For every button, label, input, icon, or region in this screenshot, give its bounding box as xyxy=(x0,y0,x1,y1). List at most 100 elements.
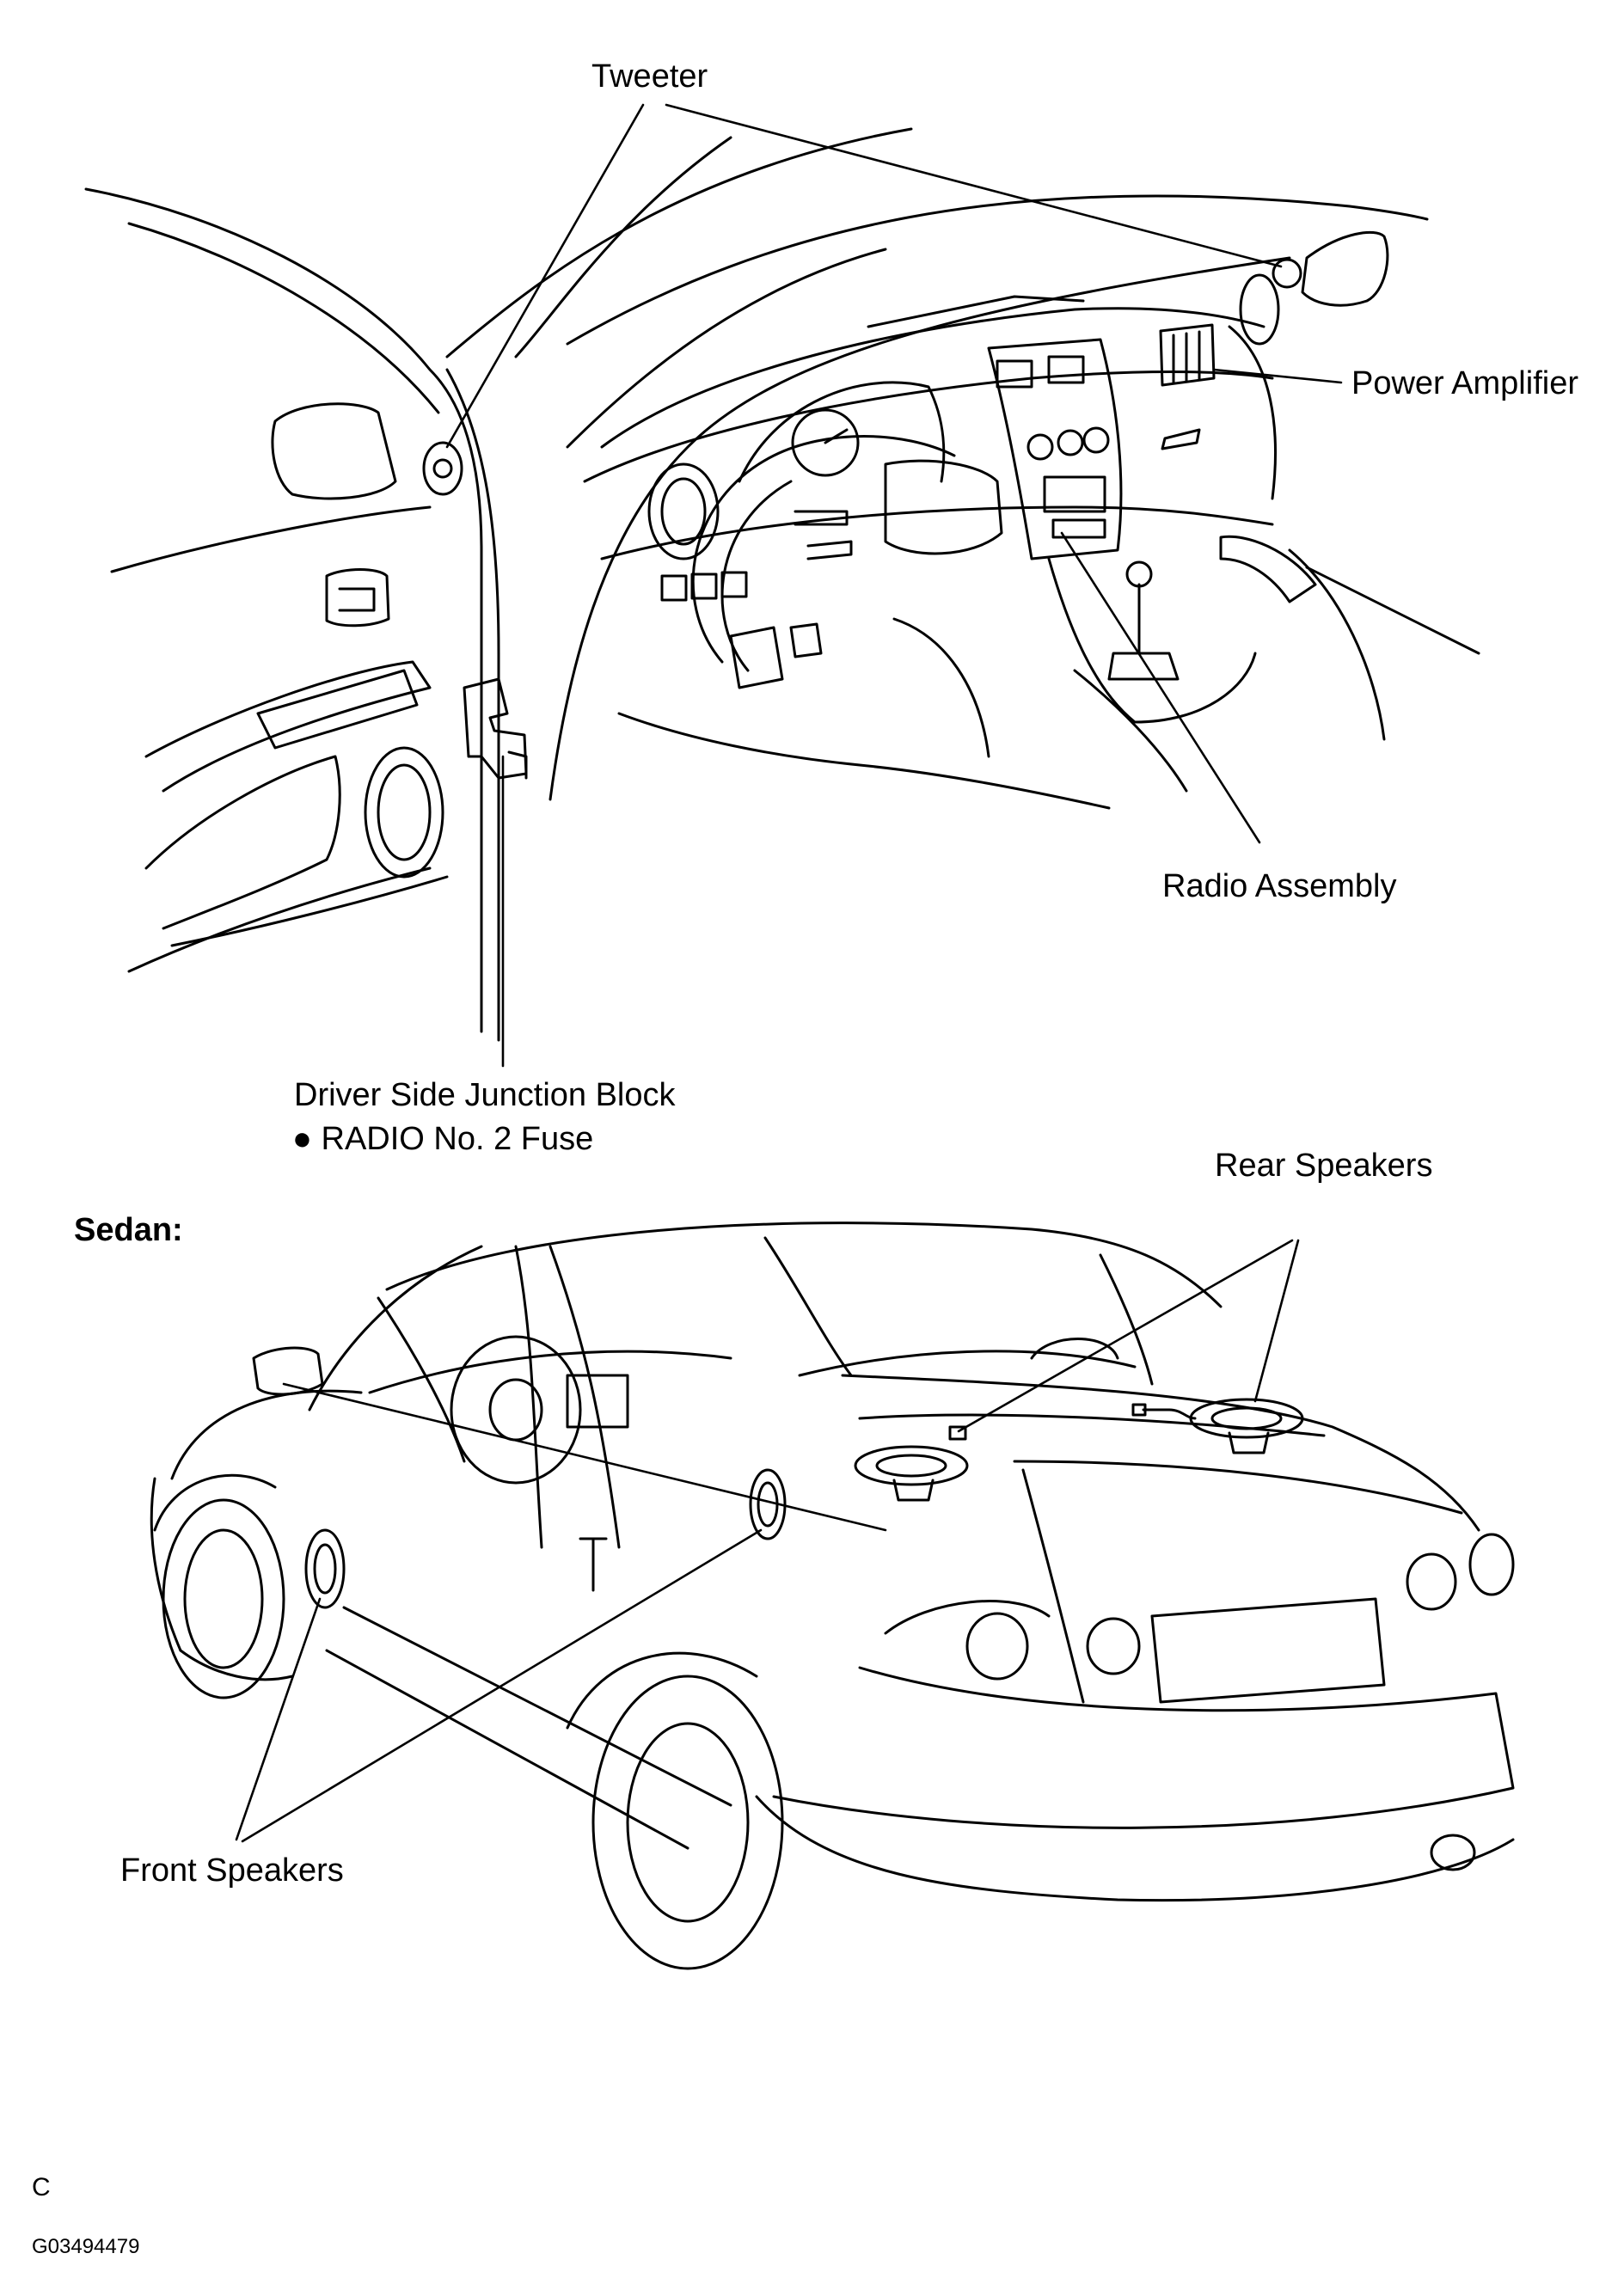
leader-front-speaker-2 xyxy=(241,1528,763,1843)
sedan-lower-body xyxy=(755,1795,1515,1902)
windshield-top xyxy=(445,127,913,358)
gear-gate xyxy=(1107,652,1180,681)
label-tweeter: Tweeter xyxy=(591,58,708,95)
front-speaker-left xyxy=(304,1528,346,1609)
sedan-license-plate xyxy=(1150,1597,1386,1704)
rear-speaker-right-magnet xyxy=(1228,1431,1270,1454)
front-speaker-right-inner xyxy=(757,1481,779,1528)
leader-tweeter-left xyxy=(445,103,645,449)
sedan-tail-light-left xyxy=(965,1612,1029,1681)
leader-power-amplifier xyxy=(1212,368,1343,384)
steering-stalk-2 xyxy=(806,540,853,560)
leader-radio-assembly xyxy=(1060,531,1261,844)
door-handle xyxy=(325,568,390,628)
sedan-rear-panel xyxy=(1021,1468,1085,1704)
left-switch-2 xyxy=(690,573,718,600)
left-mirror xyxy=(271,402,397,500)
interior-view xyxy=(84,103,1480,1068)
sedan-c-pillar xyxy=(1099,1253,1154,1386)
sedan-front-lower xyxy=(179,1649,294,1681)
rear-speaker-left-magnet xyxy=(892,1479,935,1502)
sedan-windshield-frame xyxy=(377,1296,466,1463)
sedan-rear-seat xyxy=(798,1350,1137,1377)
sedan-tail-light-mid xyxy=(1086,1617,1141,1675)
footer-letter: C xyxy=(32,2173,51,2201)
sedan-a-pillar xyxy=(308,1245,483,1411)
center-console xyxy=(1047,557,1257,724)
sedan-steering-wheel xyxy=(450,1335,582,1485)
sedan-rear-wheel-arch xyxy=(566,1651,758,1730)
gear-knob xyxy=(1125,560,1153,588)
door-frame-inner xyxy=(127,222,440,414)
radio-head-unit xyxy=(1043,475,1106,513)
seat-edge xyxy=(1288,548,1386,741)
front-speaker-left-inner xyxy=(313,1543,337,1595)
pedal-area xyxy=(729,626,784,689)
sedan-trunk-edge xyxy=(1013,1460,1463,1515)
left-switch-3 xyxy=(720,571,748,598)
leader-front-speaker-1 xyxy=(235,1597,322,1841)
door-armrest xyxy=(144,660,432,793)
left-air-vent xyxy=(647,462,720,560)
label-junction-block: Driver Side Junction Block xyxy=(294,1077,676,1113)
speedometer-needle xyxy=(824,428,849,444)
sedan-rear-window xyxy=(763,1236,853,1377)
roof-line xyxy=(566,194,1429,346)
sedan-rocker-2 xyxy=(325,1649,689,1850)
sedan-headrest xyxy=(1030,1338,1119,1360)
sedan-front-wheel-inner xyxy=(183,1528,264,1669)
sedan-tail-light-right-1 xyxy=(1406,1552,1457,1611)
sedan-tail-light-right-2 xyxy=(1468,1533,1515,1596)
sedan-side-mirror xyxy=(252,1346,324,1396)
label-power-amplifier: Power Amplifier xyxy=(1351,365,1578,401)
instrument-hood xyxy=(738,381,946,483)
label-radio-assembly: Radio Assembly xyxy=(1162,868,1397,904)
front-speaker-right xyxy=(749,1468,787,1540)
left-air-vent-inner xyxy=(660,477,707,546)
rear-speaker-connector-plug xyxy=(1131,1403,1147,1417)
sedan-rocker xyxy=(342,1606,732,1807)
a-pillar-left xyxy=(445,368,500,1042)
sedan-front-fender xyxy=(170,1389,363,1480)
sedan-b-pillar xyxy=(514,1245,543,1549)
windshield-line-2 xyxy=(566,248,887,449)
sedan-rear-shelf xyxy=(858,1413,1326,1437)
right-tweeter xyxy=(1272,258,1302,289)
left-tweeter-center xyxy=(432,458,453,479)
rear-speaker-left-connector xyxy=(948,1425,967,1441)
upper-vent-left xyxy=(996,359,1033,389)
sedan-roof xyxy=(385,1222,1223,1308)
steering-column xyxy=(884,459,1003,555)
door-bottom xyxy=(127,866,432,973)
right-air-vent xyxy=(1239,273,1280,346)
a-pillar-edge xyxy=(548,256,1291,801)
rear-speaker-left-cone xyxy=(875,1454,947,1478)
steering-stalk xyxy=(794,510,849,526)
sedan-front-wheel-arch xyxy=(153,1473,277,1532)
door-lower-edge xyxy=(170,875,449,947)
handbrake xyxy=(1219,535,1317,603)
center-stack-outline xyxy=(987,338,1123,560)
console-curve-2 xyxy=(1073,669,1188,793)
sedan-rear-wheel xyxy=(591,1675,784,1970)
sedan-tail-lens-left xyxy=(884,1600,1051,1635)
sedan-exhaust xyxy=(1430,1834,1476,1871)
console-curve xyxy=(892,617,990,758)
label-rear-speakers: Rear Speakers xyxy=(1215,1148,1433,1184)
leader-rear-speaker-1 xyxy=(957,1239,1294,1433)
door-speaker-grille-inner xyxy=(377,763,432,861)
door-pocket xyxy=(144,755,341,930)
radio-cd-slot xyxy=(1051,518,1106,539)
door-handle-inner xyxy=(338,587,376,612)
dash-right-edge xyxy=(1228,325,1277,500)
junction-block xyxy=(463,677,528,780)
upper-vent-right xyxy=(1047,355,1085,384)
sedan-harness-line xyxy=(282,1382,887,1532)
sedan-door-line xyxy=(548,1245,621,1549)
power-amplifier-unit xyxy=(1159,323,1216,387)
right-mirror xyxy=(1301,230,1389,307)
sedan-center-console xyxy=(566,1374,629,1429)
junction-block-conn xyxy=(507,750,528,780)
label-radio-fuse: ● RADIO No. 2 Fuse xyxy=(292,1121,594,1157)
